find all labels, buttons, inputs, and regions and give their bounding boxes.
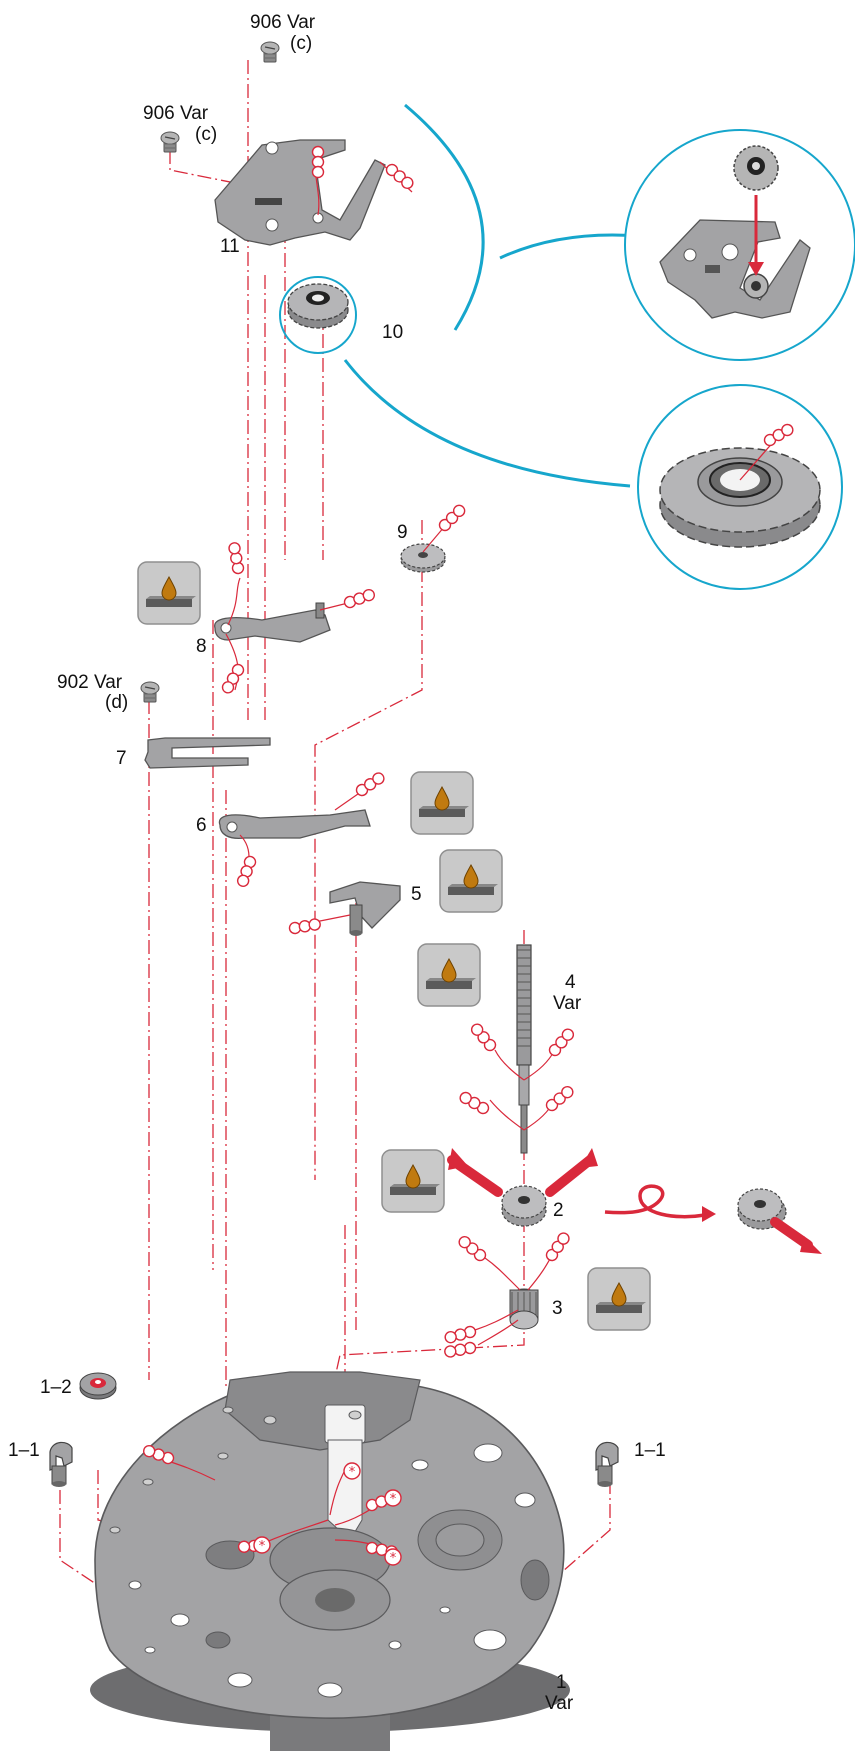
label-part-4: 4 — [565, 972, 576, 993]
wheel-part-9 — [400, 502, 468, 573]
label-screw-902: 902 Var — [57, 672, 123, 693]
lever-part-5 — [287, 881, 401, 936]
oil-box-part-4 — [417, 943, 481, 1007]
lubrication-star-icon: * * * * — [253, 1462, 402, 1566]
screw-902 — [140, 681, 160, 703]
lever-part-6 — [218, 770, 387, 889]
label-part-1: 1 — [556, 1672, 567, 1693]
winding-pinion-part-3 — [443, 1230, 572, 1359]
label-part-11: 11 — [220, 236, 240, 257]
label-part-1-2: 1–2 — [40, 1377, 72, 1398]
screw-906-left — [160, 131, 180, 153]
oil-box-part-8 — [137, 561, 201, 625]
detail-ring-part-10 — [279, 276, 357, 354]
stud-part-1-1-right — [595, 1441, 619, 1487]
oil-box-part-3 — [587, 1267, 651, 1331]
oil-box-part-6 — [410, 771, 474, 835]
label-part-7: 7 — [116, 748, 127, 769]
label-part-10: 10 — [382, 322, 404, 343]
label-screw-906-left-sub: (c) — [195, 124, 218, 145]
rotation-arrow-icon — [604, 1184, 716, 1222]
label-part-1-sub: Var — [545, 1693, 574, 1714]
label-part-6: 6 — [196, 815, 207, 836]
oil-box-part-2 — [381, 1149, 445, 1213]
assembly-guide-lines — [59, 60, 611, 1640]
label-part-3: 3 — [552, 1298, 563, 1319]
main-plate-part-1 — [90, 1371, 570, 1751]
clutch-wheel-part-2 — [447, 1148, 598, 1227]
clutch-wheel-detail — [737, 1188, 822, 1254]
label-screw-906-left: 906 Var — [143, 103, 209, 124]
svg-text:*: * — [349, 1465, 356, 1480]
bridge-part-11 — [214, 139, 416, 246]
label-part-5: 5 — [411, 884, 422, 905]
detail-large-wheel — [659, 421, 821, 548]
winding-stem-part-4 — [457, 944, 577, 1154]
detail-bridge-with-wheel — [659, 145, 811, 319]
label-part-1-1-right: 1–1 — [634, 1440, 666, 1461]
oil-box-part-5 — [439, 849, 503, 913]
label-part-2: 2 — [553, 1200, 564, 1221]
label-screw-902-sub: (d) — [105, 692, 129, 713]
jewel-part-1-2 — [79, 1372, 117, 1400]
svg-text:*: * — [390, 1492, 397, 1507]
detail-callouts — [343, 103, 641, 488]
stud-part-1-1-left — [49, 1441, 73, 1487]
spring-plate-part-7 — [144, 737, 271, 769]
label-part-8: 8 — [196, 636, 207, 657]
label-screw-906-top-sub: (c) — [290, 33, 313, 54]
wheel-part-10 — [287, 283, 349, 329]
label-part-4-sub: Var — [553, 993, 582, 1014]
label-part-9: 9 — [397, 522, 408, 543]
lever-part-8 — [214, 541, 377, 696]
label-screw-906-top: 906 Var — [250, 12, 316, 33]
svg-text:*: * — [259, 1539, 266, 1554]
svg-text:*: * — [390, 1551, 397, 1566]
screw-906-top — [260, 41, 280, 63]
label-part-1-1-left: 1–1 — [8, 1440, 40, 1461]
